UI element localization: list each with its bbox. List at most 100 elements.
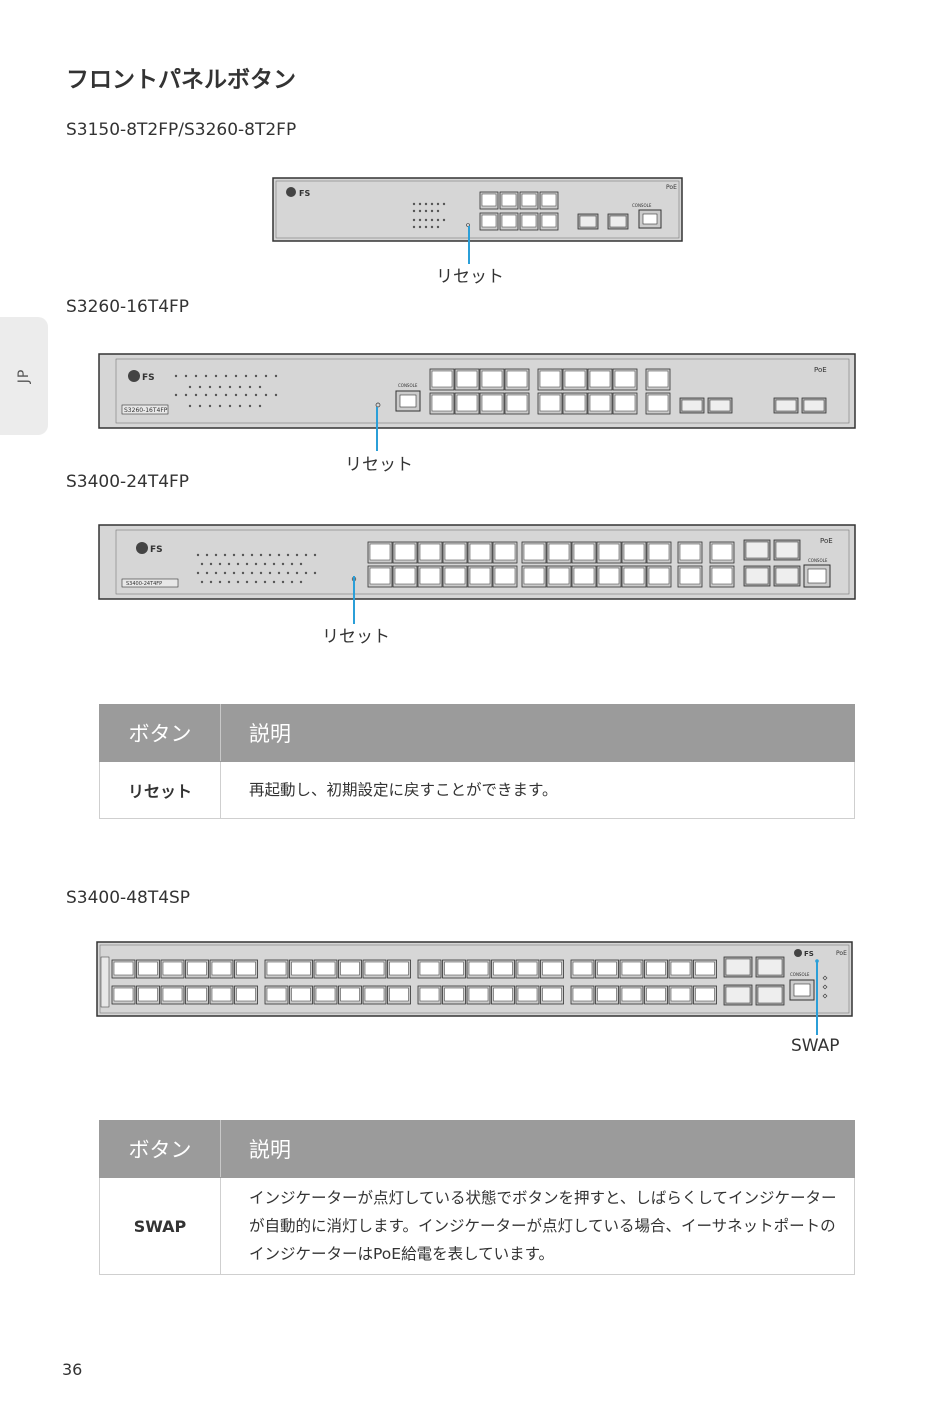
led-indicator xyxy=(218,385,222,389)
led-indicator xyxy=(244,393,248,397)
table-row: SWAP インジケーターが点灯している状態でボタンを押すと、しばらくしてインジケ… xyxy=(99,1177,855,1275)
led-indicator xyxy=(174,393,178,397)
led-indicator xyxy=(313,553,317,557)
led-indicator xyxy=(205,553,209,557)
led-indicator xyxy=(234,393,238,397)
page-title: フロントパネルボタン xyxy=(66,67,296,93)
led-indicator xyxy=(223,553,227,557)
console-label-4: CONSOLE xyxy=(790,972,810,977)
led-indicator xyxy=(281,562,285,566)
switch-8port-diagram: FS PoE CONSOLE xyxy=(272,177,683,242)
led-indicator xyxy=(200,580,204,584)
callout-line-reset-1 xyxy=(468,226,470,264)
led-indicator xyxy=(218,580,222,584)
table-row: リセット 再起動し、初期設定に戻すことができます。 xyxy=(99,761,855,819)
led-indicator xyxy=(209,562,213,566)
led-indicator xyxy=(214,393,218,397)
led-indicator xyxy=(264,374,268,378)
table-header-row: ボタン 説明 xyxy=(99,704,855,762)
led-indicator xyxy=(254,393,258,397)
led-indicator xyxy=(214,553,218,557)
led-indicator xyxy=(234,374,238,378)
led-indicator xyxy=(268,553,272,557)
led-indicator xyxy=(424,218,428,222)
led-indicator xyxy=(236,580,240,584)
led-indicator xyxy=(430,225,434,229)
led-indicator xyxy=(224,374,228,378)
button-table-2: ボタン 説明 SWAP インジケーターが点灯している状態でボタンを押すと、しばら… xyxy=(99,1120,855,1275)
led-indicator xyxy=(274,393,278,397)
callout-reset-2: リセット xyxy=(345,455,413,475)
table-cell-button: SWAP xyxy=(99,1177,221,1275)
led-indicator xyxy=(268,571,272,575)
led-indicator xyxy=(258,404,262,408)
led-indicator xyxy=(263,562,267,566)
led-indicator xyxy=(442,202,446,206)
brand-logo-3: FS xyxy=(150,545,163,555)
led-indicator xyxy=(274,374,278,378)
led-indicator xyxy=(196,553,200,557)
led-indicator xyxy=(299,562,303,566)
led-indicator xyxy=(424,202,428,206)
led-indicator xyxy=(286,553,290,557)
led-indicator xyxy=(236,562,240,566)
led-indicator xyxy=(248,385,252,389)
led-indicator xyxy=(418,225,422,229)
model-plate-16: S3260-16T4FP xyxy=(124,407,168,414)
led-indicator xyxy=(272,562,276,566)
led-indicator xyxy=(218,404,222,408)
model-heading-1: S3150-8T2FP/S3260-8T2FP xyxy=(66,120,297,140)
led-indicator xyxy=(227,580,231,584)
led-indicator xyxy=(241,553,245,557)
led-indicator xyxy=(424,209,428,213)
led-indicator xyxy=(259,571,263,575)
table-cell-description: 再起動し、初期設定に戻すことができます。 xyxy=(220,761,855,819)
table-header-description: 説明 xyxy=(220,1120,855,1178)
poe-label-2: PoE xyxy=(814,366,827,374)
led-indicator xyxy=(418,202,422,206)
table-cell-button: リセット xyxy=(99,761,221,819)
led-indicator xyxy=(430,218,434,222)
led-indicator xyxy=(286,571,290,575)
brand-logo-1: FS xyxy=(299,189,310,198)
led-indicator xyxy=(412,209,416,213)
table-header-button: ボタン xyxy=(99,1120,221,1178)
led-indicator xyxy=(250,553,254,557)
led-indicator xyxy=(198,404,202,408)
led-indicator xyxy=(264,393,268,397)
led-indicator xyxy=(214,571,218,575)
callout-reset-3: リセット xyxy=(322,627,390,647)
led-indicator xyxy=(430,209,434,213)
led-indicator xyxy=(277,553,281,557)
led-indicator xyxy=(430,202,434,206)
led-indicator xyxy=(214,374,218,378)
led-indicator xyxy=(194,374,198,378)
led-indicator xyxy=(198,385,202,389)
led-indicator xyxy=(248,404,252,408)
led-indicator xyxy=(224,393,228,397)
led-indicator xyxy=(412,218,416,222)
led-indicator xyxy=(241,571,245,575)
led-indicator xyxy=(204,374,208,378)
led-indicator xyxy=(281,580,285,584)
switch-48port-diagram: FS PoE CONSOLE xyxy=(96,941,853,1017)
model-plate-24: S3400-24T4FP xyxy=(126,581,162,587)
led-indicator xyxy=(418,218,422,222)
led-indicator xyxy=(174,374,178,378)
brand-logo-2: FS xyxy=(142,373,155,383)
callout-reset-1: リセット xyxy=(436,267,504,287)
console-label-3: CONSOLE xyxy=(808,558,828,563)
poe-label-1: PoE xyxy=(666,184,677,191)
callout-swap: SWAP xyxy=(791,1036,840,1056)
led-indicator xyxy=(204,393,208,397)
led-indicator xyxy=(254,374,258,378)
table-cell-description: インジケーターが点灯している状態でボタンを押すと、しばらくしてインジケーターが自… xyxy=(220,1177,855,1275)
poe-label-4: PoE xyxy=(836,950,847,957)
led-indicator xyxy=(418,209,422,213)
led-indicator xyxy=(259,553,263,557)
callout-line-reset-2 xyxy=(376,407,378,451)
page-number: 36 xyxy=(62,1360,83,1379)
callout-line-reset-3 xyxy=(353,576,355,624)
button-table-1: ボタン 説明 リセット 再起動し、初期設定に戻すことができます。 xyxy=(99,704,855,819)
led-indicator xyxy=(436,225,440,229)
